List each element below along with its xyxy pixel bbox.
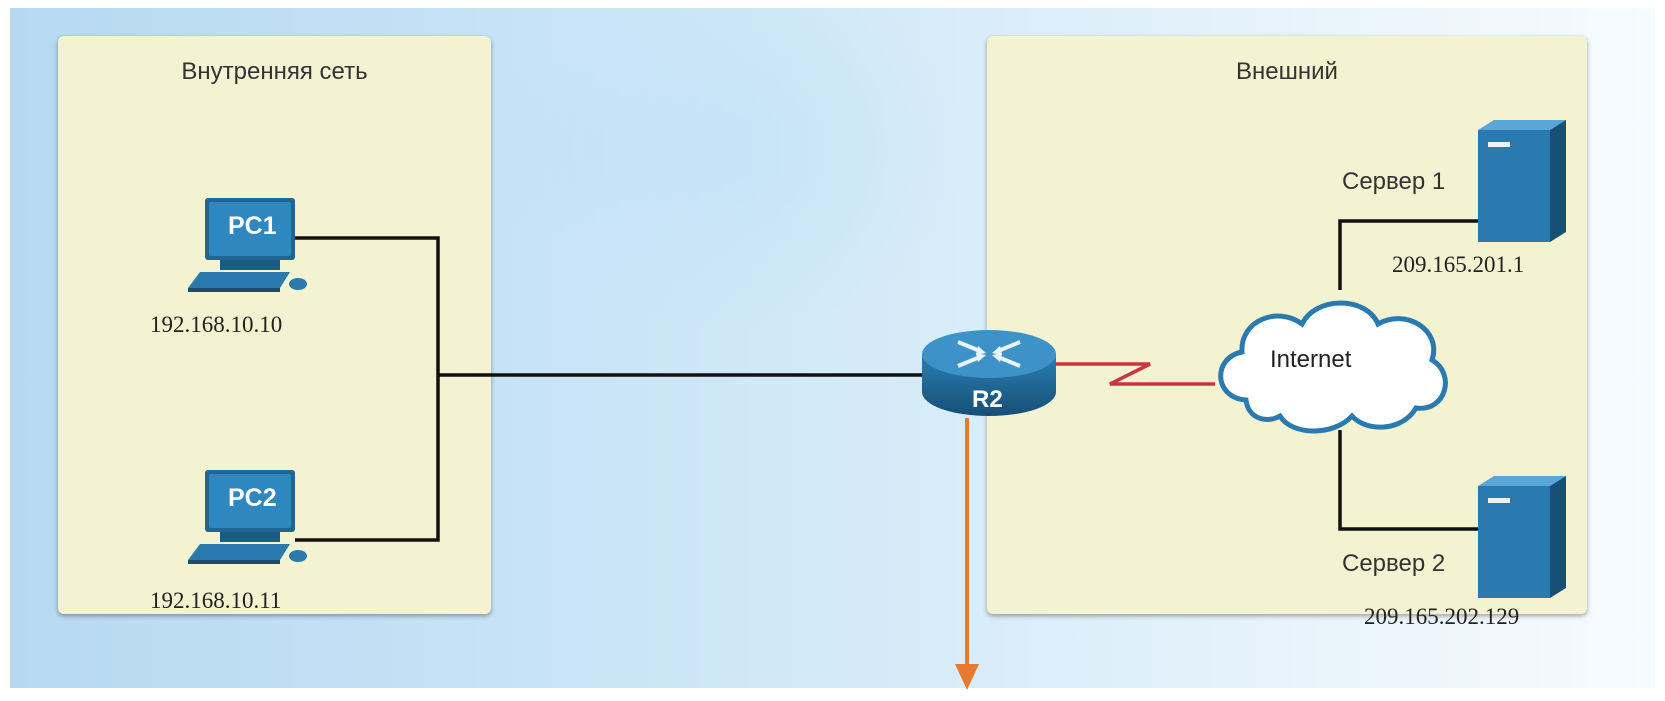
pc1-name: PC1 (228, 212, 277, 240)
desktop-pc-icon (188, 198, 307, 292)
server-icon (1478, 476, 1566, 598)
pc1-device: PC1 (180, 196, 310, 311)
cloud-icon (1218, 300, 1448, 434)
pc2-link (295, 375, 440, 542)
pc1-ip: 192.168.10.10 (150, 312, 283, 337)
server1-name: Сервер 1 (1342, 168, 1446, 195)
pc2-device: PC2 (180, 468, 310, 583)
pc2-ip: 192.168.10.11 (150, 588, 282, 613)
router-icon (922, 330, 1056, 416)
internal-zone-title: Внутренняя сеть (181, 58, 368, 85)
server1-device (1470, 120, 1570, 245)
serial-link (1055, 362, 1215, 386)
outbound-arrow-head (955, 664, 979, 690)
router-name: R2 (972, 386, 1003, 413)
external-zone-title: Внешний (1236, 58, 1338, 85)
server2-name: Сервер 2 (1342, 550, 1446, 577)
pc2-name: PC2 (228, 484, 277, 512)
server1-link (1338, 219, 1480, 290)
server1-ip: 209.165.201.1 (1392, 252, 1525, 277)
internet-cloud: Internet (1206, 290, 1454, 438)
router-r2: R2 (918, 322, 1060, 422)
server2-device (1470, 476, 1570, 601)
server2-link (1338, 430, 1480, 531)
server2-ip: 209.165.202.129 (1364, 604, 1520, 629)
desktop-pc-icon (188, 470, 307, 564)
pc1-link (295, 236, 440, 375)
server-icon (1478, 120, 1566, 242)
cloud-label: Internet (1270, 346, 1352, 373)
